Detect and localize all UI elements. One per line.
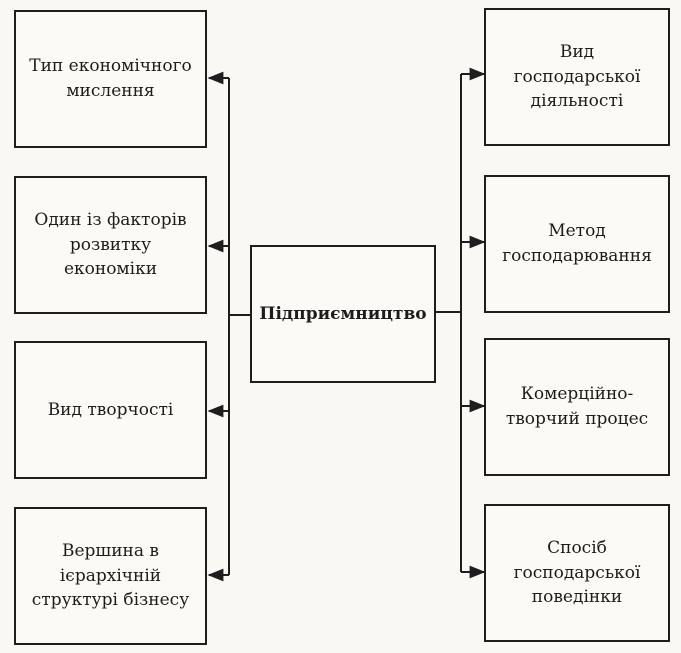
center-box-entrepreneurship: Підприємництво bbox=[250, 245, 436, 383]
left-box-label: Вид творчості bbox=[47, 399, 174, 420]
right-box-label: Метод господарювання bbox=[502, 221, 652, 266]
left-box-creativity: Вид творчості bbox=[14, 341, 207, 479]
left-box-label: Один із факторів розвитку економіки bbox=[34, 210, 187, 280]
right-box-commercial-process: Комерційно- творчий процес bbox=[484, 338, 670, 476]
right-box-management-method: Метод господарювання bbox=[484, 175, 670, 313]
right-box-label: Комерційно- творчий процес bbox=[505, 384, 649, 429]
left-box-economic-factor: Один із факторів розвитку економіки bbox=[14, 176, 207, 314]
left-box-label: Тип економічного мислення bbox=[29, 56, 192, 101]
right-box-label: Спосіб господарської поведінки bbox=[513, 538, 641, 608]
right-box-label: Вид господарської діяльності bbox=[513, 42, 641, 112]
right-box-economic-activity: Вид господарської діяльності bbox=[484, 8, 670, 146]
left-box-business-hierarchy: Вершина в ієрархічній структурі бізнесу bbox=[14, 507, 207, 645]
left-box-economic-thinking: Тип економічного мислення bbox=[14, 10, 207, 148]
left-box-label: Вершина в ієрархічній структурі бізнесу bbox=[31, 541, 190, 611]
right-box-economic-behavior: Спосіб господарської поведінки bbox=[484, 504, 670, 642]
center-label: Підприємництво bbox=[259, 303, 427, 324]
